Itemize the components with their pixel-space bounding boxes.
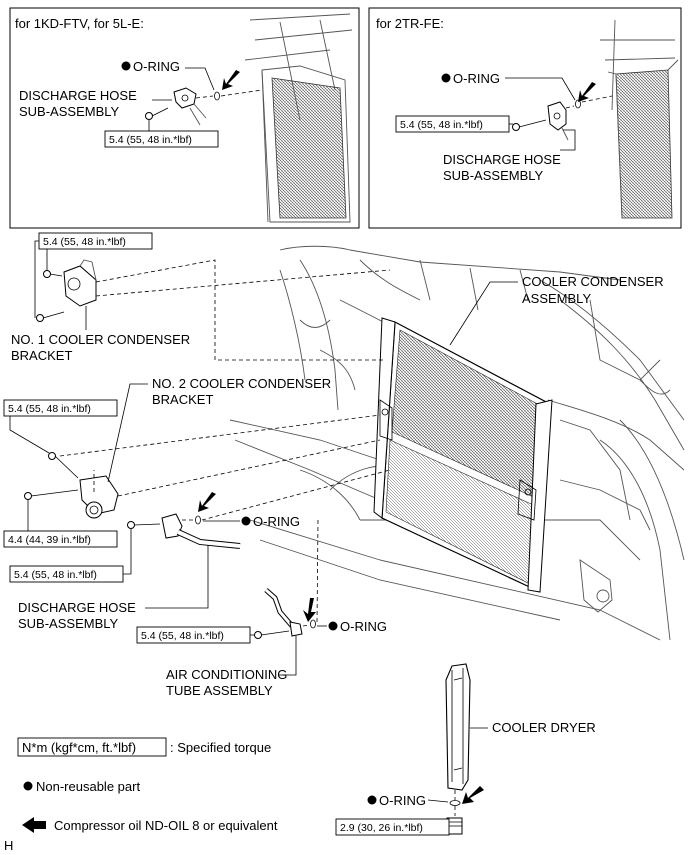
- tube-label-2: TUBE ASSEMBLY: [166, 683, 273, 698]
- inset-2tr-fe: for 2TR-FE: O-RING 5.4 (55, 48 in.*lbf) …: [368, 7, 682, 229]
- dryer-bullet-icon: [367, 795, 377, 805]
- oring-hose: O-RING: [253, 514, 300, 529]
- oring-tube: O-RING: [340, 619, 387, 634]
- inset-left-bullet-icon: [121, 61, 131, 71]
- bracket2-label-1: NO. 2 COOLER CONDENSER: [152, 376, 331, 391]
- inset-right-bullet-icon: [441, 73, 451, 83]
- inset-right-hose-label-2: SUB-ASSEMBLY: [443, 168, 544, 183]
- cooler-dryer-part: [445, 663, 471, 835]
- hose-label-1: DISCHARGE HOSE: [18, 600, 136, 615]
- legend-torque-box: [17, 737, 167, 757]
- condenser-label-1: COOLER CONDENSER: [522, 274, 664, 289]
- torque-tube: 5.4 (55, 48 in.*lbf): [141, 630, 224, 642]
- inset-left-hose-part: [145, 87, 263, 126]
- inset-left-oil-arrow-icon: [222, 70, 240, 90]
- inset-left-condenser: [244, 13, 353, 223]
- torque-dryer: 2.9 (30, 26 in.*lbf): [340, 822, 423, 834]
- cooler-condenser-part: [373, 317, 553, 593]
- tube-label-1: AIR CONDITIONING: [166, 667, 287, 682]
- inset-right-hose-part: [512, 95, 613, 141]
- inset-right-oil-arrow-icon: [578, 82, 596, 102]
- legend-oil: Compressor oil ND-OIL 8 or equivalent: [54, 818, 278, 833]
- torque-box-dryer: [335, 818, 450, 836]
- inset-right-hose-label-1: DISCHARGE HOSE: [443, 152, 561, 167]
- legend-bullet-icon: [23, 781, 33, 791]
- hose-label-2: SUB-ASSEMBLY: [18, 616, 119, 631]
- ac-tube-part: [254, 519, 319, 639]
- legend-torque-desc: : Specified torque: [170, 740, 271, 755]
- tube-oil-arrow-icon: [303, 598, 316, 622]
- torque-box-bracket2: [3, 399, 118, 417]
- legend-torque-units: N*m (kgf*cm, ft.*lbf): [22, 740, 136, 755]
- torque-bracket1: 5.4 (55, 48 in.*lbf): [43, 236, 126, 248]
- dryer-oil-arrow-icon: [462, 786, 484, 804]
- corner-letter: H: [4, 838, 13, 853]
- condenser-label-2: ASSEMBLY: [522, 291, 591, 306]
- legend: N*m (kgf*cm, ft.*lbf) : Specified torque…: [17, 737, 278, 833]
- torque-bracket2: 5.4 (55, 48 in.*lbf): [8, 403, 91, 415]
- no1-bracket-part: [36, 259, 391, 361]
- inset-right-oring: O-RING: [453, 71, 500, 86]
- inset-right-title: for 2TR-FE:: [376, 16, 444, 31]
- discharge-hose-part: [127, 469, 391, 549]
- torque-hose: 5.4 (55, 48 in.*lbf): [14, 569, 97, 581]
- hose-oil-arrow-icon: [198, 492, 216, 512]
- inset-right-torque: 5.4 (55, 48 in.*lbf): [400, 119, 483, 131]
- inset-left-torque: 5.4 (55, 48 in.*lbf): [109, 134, 192, 146]
- inset-left-hose-label-2: SUB-ASSEMBLY: [19, 104, 120, 119]
- bracket2-label-2: BRACKET: [152, 392, 213, 407]
- legend-nonreusable: Non-reusable part: [36, 779, 140, 794]
- hose-bullet-icon: [241, 516, 251, 526]
- no2-bracket-part: [24, 414, 381, 519]
- oring-dryer: O-RING: [379, 793, 426, 808]
- vehicle-front-sketch: [229, 245, 685, 641]
- inset-left-torque-box: [104, 130, 219, 148]
- inset-left-oring: O-RING: [133, 59, 180, 74]
- torque-box-bracket2-lower: [3, 530, 118, 548]
- dryer-label: COOLER DRYER: [492, 720, 596, 735]
- tube-bullet-icon: [328, 621, 338, 631]
- torque-bracket2-lower: 4.4 (44, 39 in.*lbf): [8, 534, 91, 546]
- inset-1kd-ftv: for 1KD-FTV, for 5L-E: O-RING DISCHARGE …: [9, 7, 360, 229]
- bracket1-label-2: BRACKET: [11, 348, 72, 363]
- legend-oil-arrow-icon: [22, 817, 46, 833]
- inset-left-hose-label-1: DISCHARGE HOSE: [19, 88, 137, 103]
- bracket1-label-1: NO. 1 COOLER CONDENSER: [11, 332, 190, 347]
- inset-right-condenser: [600, 19, 679, 219]
- inset-left-title: for 1KD-FTV, for 5L-E:: [15, 16, 144, 31]
